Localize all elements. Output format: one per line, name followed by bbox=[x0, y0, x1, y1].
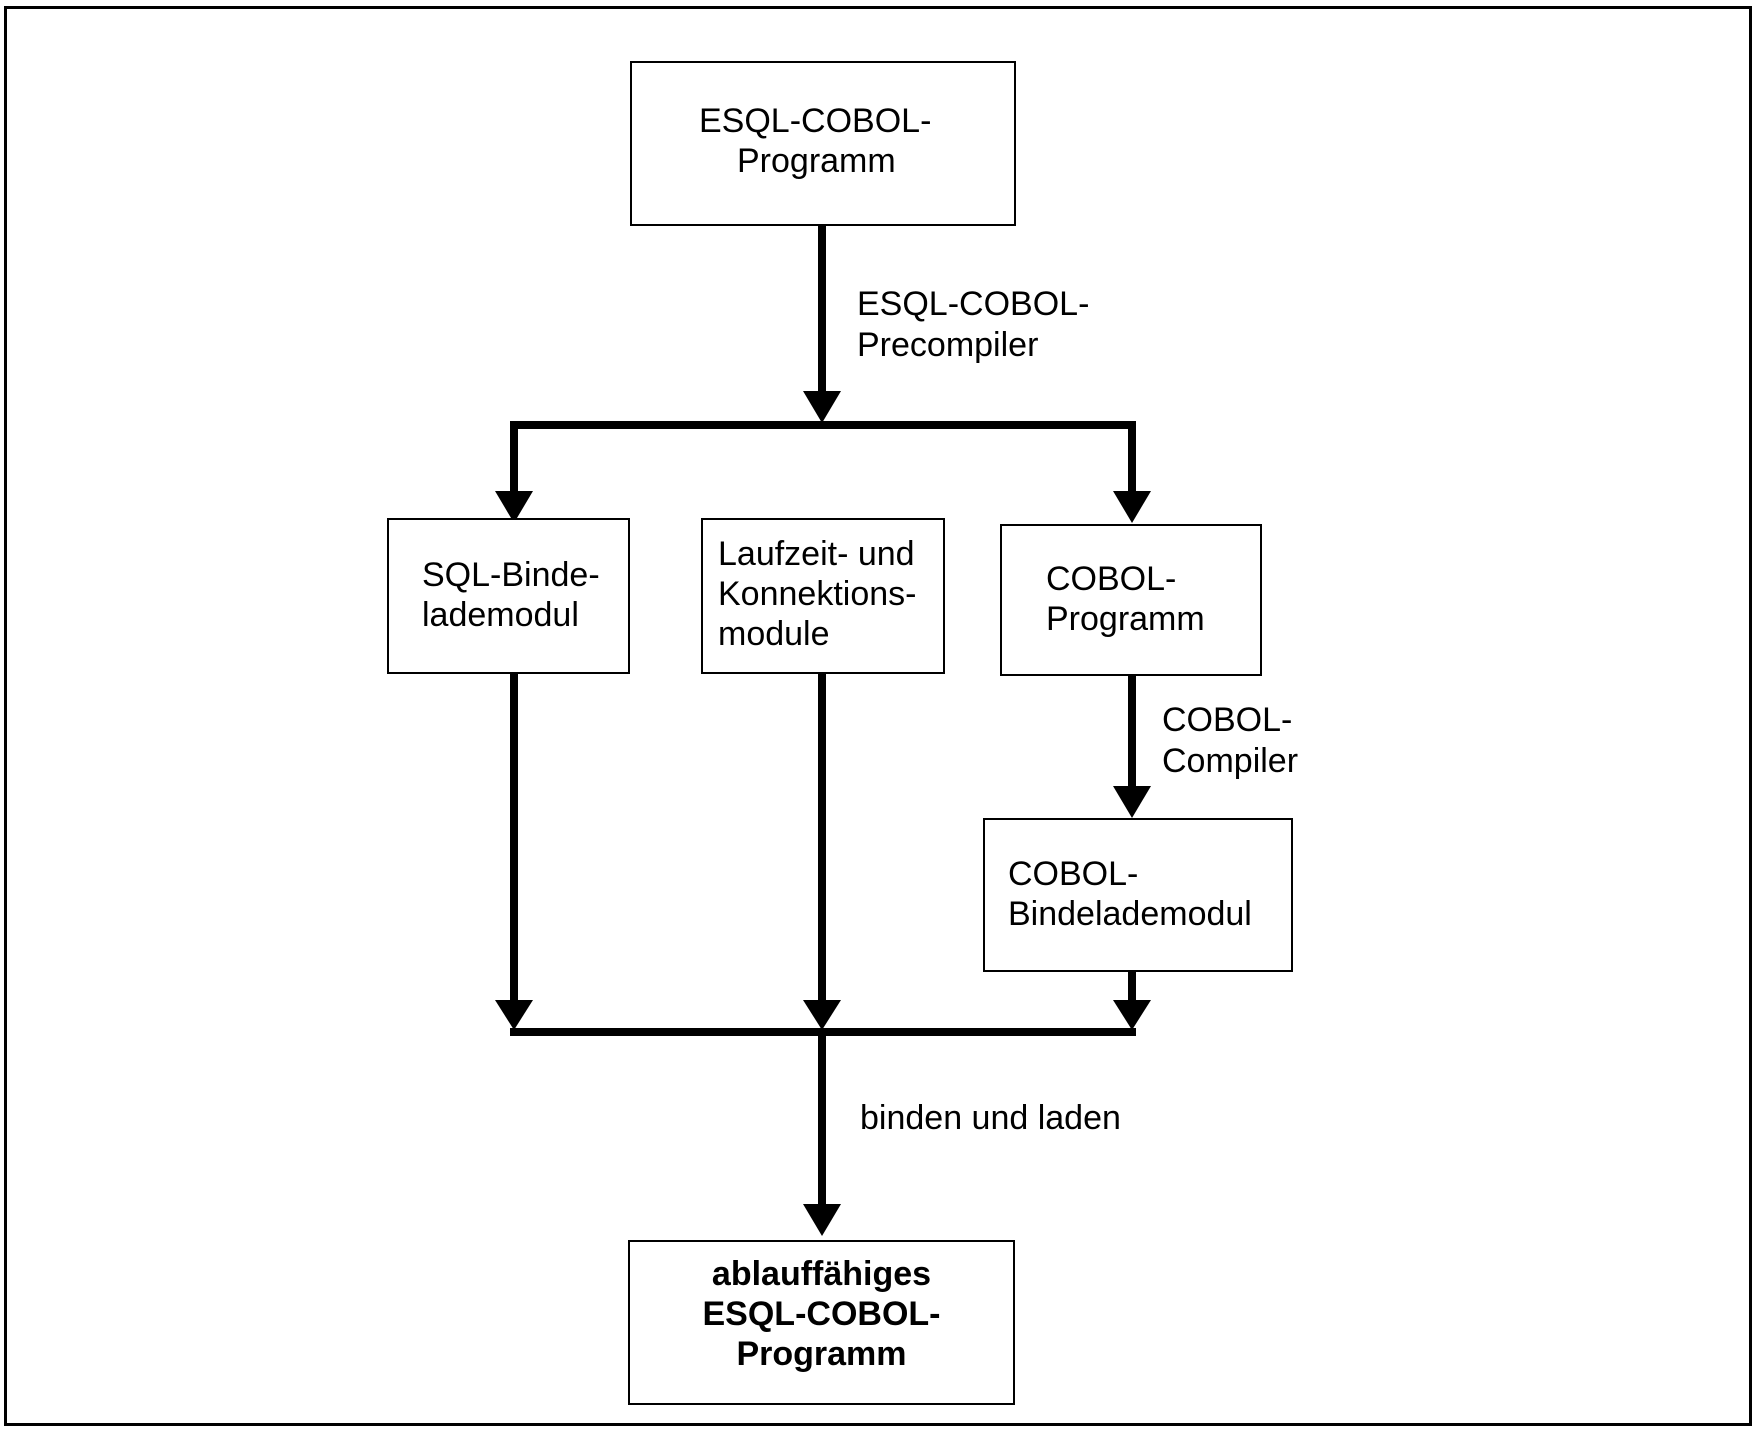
node-esql-cobol-program: ESQL-COBOL- Programm bbox=[630, 61, 1016, 226]
arrowhead-cobol-program bbox=[1113, 491, 1151, 523]
node-label-line: SQL-Binde- bbox=[422, 556, 600, 594]
node-label-line: Programm bbox=[736, 1335, 907, 1373]
arrowhead-link bbox=[803, 1204, 841, 1236]
edge-label-line: ESQL-COBOL- bbox=[857, 285, 1090, 323]
edge-label-link: binden und laden bbox=[860, 1098, 1121, 1139]
node-label-line: Programm bbox=[1046, 600, 1205, 638]
edge-label-line: binden und laden bbox=[860, 1099, 1121, 1137]
node-label-line: module bbox=[718, 615, 830, 653]
node-label-line: Programm bbox=[737, 142, 896, 180]
node-label-line: ESQL-COBOL- bbox=[702, 1295, 941, 1333]
edge-label-line: COBOL- bbox=[1162, 701, 1293, 739]
node-label-line: COBOL- bbox=[1046, 560, 1177, 598]
node-label-line: Konnektions- bbox=[718, 575, 917, 613]
arrowhead-merge-middle bbox=[803, 1000, 841, 1030]
node-label-line: Bindelademodul bbox=[1008, 895, 1252, 933]
node-cobol-bindelademodul: COBOL- Bindelademodul bbox=[983, 818, 1293, 972]
node-cobol-program: COBOL- Programm bbox=[1000, 524, 1262, 676]
node-label-line: COBOL- bbox=[1008, 855, 1139, 893]
node-laufzeit-konnektionsmodule: Laufzeit- und Konnektions- module bbox=[701, 518, 945, 674]
node-sql-bindelademodul: SQL-Binde- lademodul bbox=[387, 518, 630, 674]
arrowhead-sql-binde bbox=[495, 491, 533, 523]
arrowhead-compile bbox=[1113, 786, 1151, 818]
edge-label-compiler: COBOL- Compiler bbox=[1162, 700, 1298, 782]
arrowhead-merge-left bbox=[495, 1000, 533, 1030]
arrowhead-precompile bbox=[803, 391, 841, 423]
edge-label-line: Compiler bbox=[1162, 742, 1299, 780]
arrowhead-merge-right bbox=[1113, 1000, 1151, 1030]
node-label-line: lademodul bbox=[422, 596, 579, 634]
node-label-line: ESQL-COBOL- bbox=[699, 102, 932, 140]
node-label-line: Laufzeit- und bbox=[718, 535, 915, 573]
diagram-frame bbox=[4, 6, 1752, 1426]
node-label-line: ablauffähiges bbox=[711, 1255, 932, 1293]
node-executable-program: ablauffähiges ESQL-COBOL- Programm bbox=[628, 1240, 1015, 1405]
edge-label-precompiler: ESQL-COBOL- Precompiler bbox=[857, 284, 1089, 366]
edge-label-line: Precompiler bbox=[857, 326, 1039, 364]
